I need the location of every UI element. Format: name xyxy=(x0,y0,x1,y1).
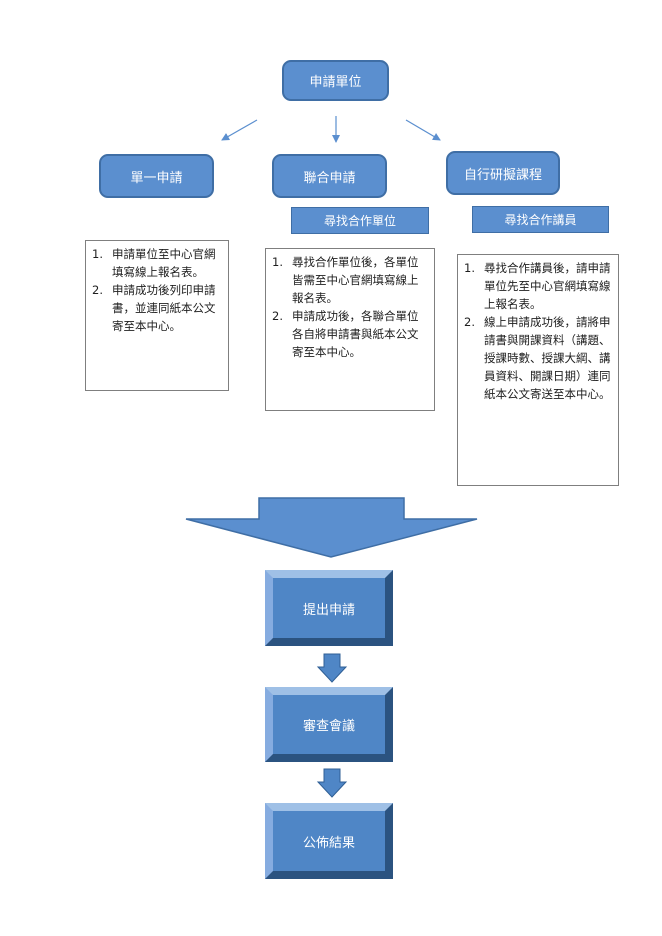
note-joint-item-1: 1. 尋找合作單位後，各單位皆需至中心官網填寫線上報名表。 xyxy=(272,255,419,305)
step-submit: 提出申請 xyxy=(265,570,393,646)
arrow-to-single xyxy=(221,119,258,141)
note-self-item-2: 2. 線上申請成功後，請將申請書與開課資料（講題、授課時數、授課大綱、講員資料、… xyxy=(464,315,611,401)
step-arrow-2 xyxy=(316,768,348,798)
step-arrow-1 xyxy=(316,653,348,683)
node-applicant: 申請單位 xyxy=(282,60,389,101)
step-announce-label: 公佈結果 xyxy=(302,835,355,851)
note-single: 1. 申請單位至中心官網填寫線上報名表。 2. 申請成功後列印申請書，並連同紙本… xyxy=(85,240,229,391)
step-review: 審查會議 xyxy=(265,687,393,762)
node-single-apply: 單一申請 xyxy=(99,154,214,198)
node-single-apply-label: 單一申請 xyxy=(130,170,183,186)
note-single-item-2: 2. 申請成功後列印申請書，並連同紙本公文寄至本中心。 xyxy=(92,283,216,333)
label-find-partner-speaker: 尋找合作講員 xyxy=(472,206,609,233)
node-self-course: 自行研擬課程 xyxy=(446,151,560,195)
note-joint-item-2: 2. 申請成功後，各聯合單位各自將申請書與紙本公文寄至本中心。 xyxy=(272,309,419,359)
node-joint-apply-label: 聯合申請 xyxy=(303,170,356,186)
node-joint-apply: 聯合申請 xyxy=(272,154,387,198)
step-review-label: 審查會議 xyxy=(302,719,355,734)
step-announce: 公佈結果 xyxy=(265,803,393,879)
node-applicant-label: 申請單位 xyxy=(309,75,362,90)
node-self-course-label: 自行研擬課程 xyxy=(463,167,542,183)
step-submit-label: 提出申請 xyxy=(302,602,355,618)
merge-arrow xyxy=(185,497,478,558)
arrow-to-self xyxy=(405,119,441,141)
note-joint: 1. 尋找合作單位後，各單位皆需至中心官網填寫線上報名表。 2. 申請成功後，各… xyxy=(265,248,435,411)
label-find-partner-unit: 尋找合作單位 xyxy=(291,207,429,234)
note-single-item-1: 1. 申請單位至中心官網填寫線上報名表。 xyxy=(92,247,216,279)
note-self-item-1: 1. 尋找合作講員後，請申請單位先至中心官網填寫線上報名表。 xyxy=(464,261,611,311)
note-self: 1. 尋找合作講員後，請申請單位先至中心官網填寫線上報名表。 2. 線上申請成功… xyxy=(457,254,619,486)
